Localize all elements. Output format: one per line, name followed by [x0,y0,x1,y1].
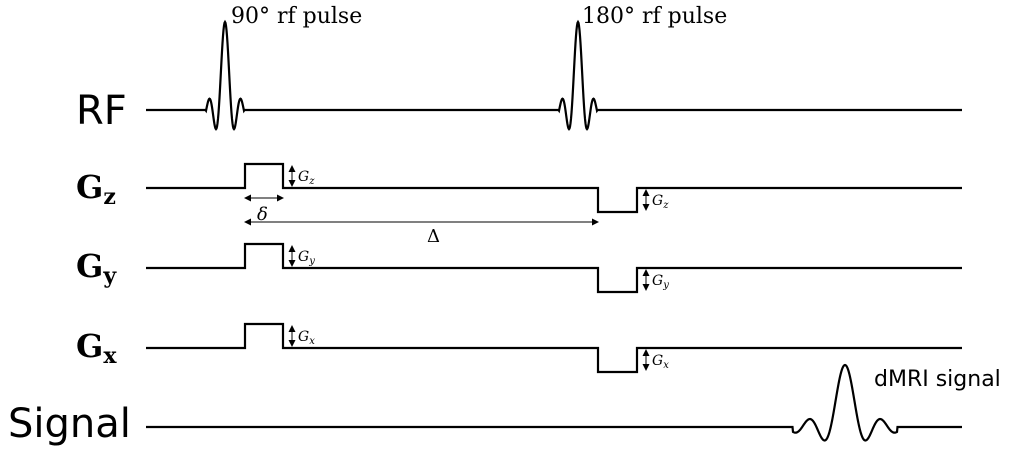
label-180-rf-pulse: 180° rf pulse [582,4,727,29]
signal-waveform [146,363,962,442]
gy-amplitude-label-2: Gy [652,273,669,291]
row-label-gz-main: G [76,168,103,206]
gz-waveform [146,162,962,214]
label-90-rf-pulse: 90° rf pulse [231,4,362,29]
row-label-gx-main: G [76,327,103,365]
gx-amplitude-label-1: Gx [298,329,315,347]
gz-amplitude-label-1: Gz [298,169,315,187]
delta-small-label: δ [257,204,268,225]
row-label-gx-sub: x [103,343,117,369]
row-label-gz: Gz [76,168,116,210]
row-label-gz-sub: z [103,184,116,210]
row-label-rf: RF [76,88,127,134]
row-label-gy-main: G [76,247,103,285]
row-label-gy-sub: y [102,263,117,289]
delta-large-label: Δ [427,226,440,247]
gy-waveform [146,242,962,294]
row-label-gx: Gx [76,327,117,369]
gz-amplitude-label-2: Gz [652,193,669,211]
row-label-gy: Gy [76,247,117,289]
rf-waveform [146,19,962,131]
label-dmri-signal: dMRI signal [874,367,1001,392]
gy-amplitude-label-1: Gy [298,249,315,267]
row-label-signal: Signal [8,401,131,447]
gx-amplitude-label-2: Gx [652,353,669,371]
gx-waveform [146,322,962,374]
